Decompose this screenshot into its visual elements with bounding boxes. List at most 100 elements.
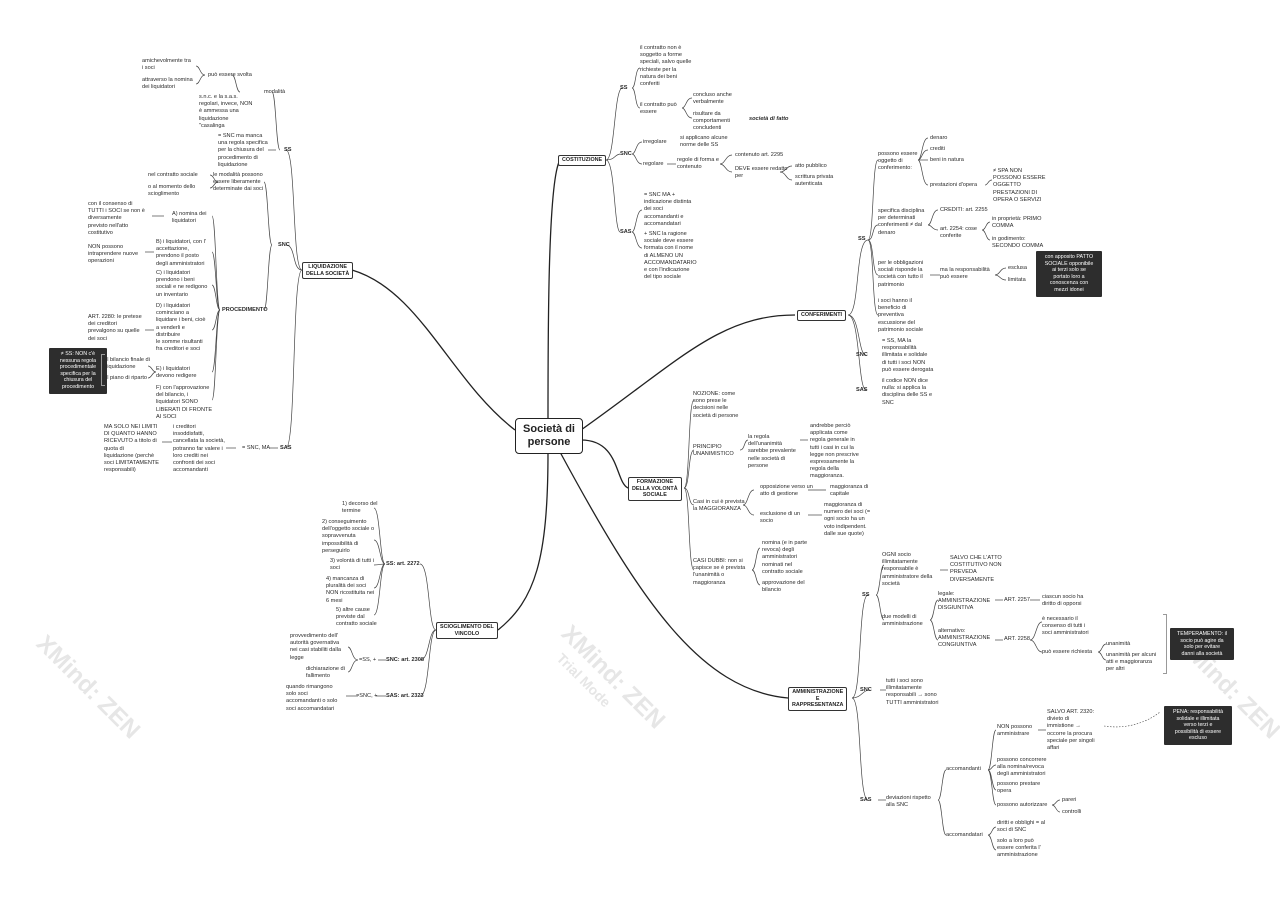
formazione-nomina: nomina (e in parte revoca) degli amminis… — [762, 540, 808, 575]
costituzione-ss-text2: il contratto può essere — [640, 102, 677, 116]
costituzione-ss-text1: il contratto non è soggetto a forme spec… — [640, 45, 692, 88]
formazione-opposizione: opposizione verso un atto di gestione — [760, 484, 813, 498]
costituzione-verbal: concluso anche verbalmente — [693, 92, 732, 106]
scioglimento-c1: 1) decorso del termine — [342, 501, 378, 515]
liquidazione-a-nomina: A) nomina dei liquidatori — [172, 211, 207, 225]
liquidazione-snc-sas: s.n.c. e la s.a.s. regolari, invece, NON… — [199, 94, 253, 129]
amministrazione-pena[interactable]: PENA: responsabilità solidale e illimita… — [1164, 706, 1232, 745]
formazione-dubbi: CASI DUBBI: non si capisce se è prevista… — [693, 558, 746, 586]
conferimenti-beni: beni in natura — [930, 157, 964, 163]
amministrazione-controlli: controlli — [1062, 809, 1082, 815]
liquidazione-limiti: MA SOLO NEI LIMITI DI QUANTO HANNO RICEV… — [104, 424, 160, 474]
costituzione-regolare: regolare — [643, 161, 664, 167]
amministrazione-pareri: pareri — [1062, 797, 1077, 803]
amministrazione-ogni-socio: OGNI socio illimitatamente responsabile … — [882, 552, 933, 587]
amministrazione-ss-tag: SS — [862, 592, 870, 598]
formazione-esclusione: esclusione di un socio — [760, 511, 801, 525]
amministrazione-legale: legale: AMMINISTRAZIONE DISGIUNTIVA — [938, 591, 991, 612]
amministrazione-diritti: diritti e obblighi = al soci di SNC — [997, 820, 1046, 834]
conferimenti-beneficio: i soci hanno il beneficio di preventiva … — [878, 298, 924, 333]
formazione-regola: la regola dell'unanimità sarebbe prevale… — [748, 434, 796, 469]
liquidazione-e: E) i liquidatori devono redigere — [156, 366, 197, 380]
costituzione-ss-tag: SS — [620, 85, 628, 91]
conferimenti-crediti: crediti — [930, 146, 945, 152]
liquidazione-bil-finale: il bilancio finale di liquidazione — [106, 357, 150, 371]
conferimenti-ss-tag: SS — [858, 236, 866, 242]
liquidazione-d: D) i liquidatori cominciano a liquidare … — [156, 303, 206, 353]
amministrazione-non-possono: NON possono amministrare — [997, 724, 1033, 738]
central-topic[interactable]: Società di persone — [515, 418, 583, 454]
branch-costituzione[interactable]: COSTITUZIONE — [558, 155, 607, 166]
amministrazione-sas-tag: SAS — [860, 797, 872, 803]
scioglimento-snc-tag: SNC: art. 2308 — [386, 657, 424, 663]
amministrazione-snc-tag: SNC — [860, 687, 872, 693]
costituzione-irregolare-note: si applicano alcune norme delle SS — [680, 135, 728, 149]
formazione-principio: PRINCIPIO UNANIMISTICO — [693, 444, 734, 458]
temperamento-bracket — [1163, 614, 1167, 674]
liquidazione-consenso: con il consenso di TUTTI i SOCI se non è… — [88, 201, 145, 236]
amministrazione-art2258: ART. 2258 — [1004, 636, 1031, 642]
conferimenti-esclusa: esclusa — [1008, 265, 1027, 271]
amministrazione-temperamento[interactable]: TEMPERAMENTO: il socio può agire da solo… — [1170, 628, 1234, 661]
amministrazione-accomandatari: accomandatari — [946, 832, 983, 838]
formazione-magg-capitale: maggioranza di capitale — [830, 484, 869, 498]
amministrazione-art2257: ART. 2257 — [1004, 597, 1031, 603]
conferimenti-snc-tag: SNC — [856, 352, 868, 358]
conferimenti-oggetto: possono essere oggetto di conferimento: — [878, 151, 918, 172]
scioglimento-sas-tag: SAS: art. 2323 — [386, 693, 424, 699]
conferimenti-art2254: art. 2254: cose conferite — [940, 226, 978, 240]
branch-conferimenti[interactable]: CONFERIMENTI — [797, 310, 847, 321]
costituzione-scrittura: scrittura privata autenticata — [795, 174, 834, 188]
branch-formazione[interactable]: FORMAZIONE DELLA VOLONTÀ SOCIALE — [628, 477, 682, 501]
conferimenti-spa: ≠ SPA NON POSSONO ESSERE OGGETTO PRESTAZ… — [993, 168, 1046, 203]
liquidazione-sas-tag: SAS — [280, 445, 292, 451]
liquidazione-modalita: modalità — [264, 89, 286, 95]
conferimenti-disciplina: specifica disciplina per determinati con… — [878, 208, 925, 236]
amministrazione-consenso: è necessario il consenso di tutti i soci… — [1042, 616, 1089, 637]
conferimenti-sas-text: il codice NON dice nulla: si applica la … — [882, 378, 933, 406]
formazione-magg-numero: maggioranza di numero dei soci (= ogni s… — [824, 502, 871, 537]
costituzione-sas-text1: = SNC MA + indicazione distinta dei soci… — [644, 192, 692, 227]
conferimenti-patto-note[interactable]: con apposito PATTO SOCIALE opponibile ai… — [1036, 251, 1102, 297]
amministrazione-concorrere: possono concorrere alla nomina/revoca de… — [997, 757, 1047, 778]
liquidazione-creditori: i creditori insoddisfatti, cancellata la… — [173, 424, 225, 474]
liquidazione-bracket — [101, 354, 105, 386]
liquidazione-ss-tag: SS — [284, 147, 292, 153]
conferimenti-obbligazioni: per le obbligazioni sociali risponde la … — [878, 260, 924, 288]
liquidazione-b: B) i liquidatori, con l' accettazione, p… — [156, 239, 206, 267]
liquidazione-contratto: nel contratto sociale — [148, 172, 198, 178]
liquidazione-modalita-snc: le modalità possono essere liberamente d… — [213, 172, 264, 193]
costituzione-irregolare: irregolare — [643, 139, 667, 145]
amministrazione-opporsi: ciascun socio ha diritto di opporsi — [1042, 594, 1084, 608]
amministrazione-modelli: due modelli di amministrazione — [882, 614, 923, 628]
liquidazione-snc-tag: SNC — [278, 242, 290, 248]
branch-amministrazione[interactable]: AMMINISTRAZIONE E RAPPRESENTANZA — [788, 687, 848, 711]
conferimenti-snc-text: = SS, MA la responsabilità illimitata e … — [882, 338, 934, 373]
scioglimento-fallimento: dichiarazione di fallimento — [306, 666, 345, 680]
branch-liquidazione[interactable]: LIQUIDAZIONE DELLA SOCIETÀ — [302, 262, 354, 280]
formazione-bilancio: approvazione del bilancio — [762, 580, 805, 594]
costituzione-snc-tag: SNC — [620, 151, 632, 157]
formazione-casi: Casi in cui è prevista la MAGGIORANZA — [693, 499, 745, 513]
liquidazione-piano: il piano di riparto — [106, 375, 148, 381]
costituzione-deve: DEVE essere redatto per — [735, 166, 788, 180]
liquidazione-procedimento: PROCEDIMENTO — [222, 307, 268, 313]
scioglimento-snc-pre: =SS, + — [359, 657, 377, 663]
liquidazione-ss-non[interactable]: ≠ SS: NON c'è nessuna regola procediment… — [49, 348, 107, 394]
scioglimento-sas-pre: =SNC, + — [356, 693, 378, 699]
scioglimento-provvedimento: provvedimento dell' autorità governativa… — [290, 633, 341, 661]
liquidazione-art2280: ART. 2280: le pretese dei creditori prev… — [88, 314, 142, 342]
liquidazione-c: C) i liquidatori prendono i beni sociali… — [156, 270, 208, 298]
branch-scioglimento[interactable]: SCIOGLIMENTO DEL VINCOLO — [436, 622, 498, 640]
amministrazione-prestare: possono prestare opera — [997, 781, 1041, 795]
liquidazione-snc-ma: = SNC, MA — [242, 445, 271, 451]
amministrazione-snc-text: tutti i soci sono illimitatamente respon… — [886, 678, 939, 706]
amministrazione-accomandanti: accomandanti — [946, 766, 981, 772]
costituzione-contenuto: contenuto art. 2295 — [735, 152, 784, 158]
formazione-andrebbe: andrebbe perciò applicata come regola ge… — [810, 423, 859, 480]
formazione-nozione: NOZIONE: come sono prese le decisioni ne… — [693, 391, 739, 419]
liquidazione-f: F) con l'approvazione del bilancio, i li… — [156, 385, 213, 420]
conferimenti-limitata: limitata — [1008, 277, 1026, 283]
scioglimento-c4: 4) mancanza di pluralità dei soci NON ri… — [326, 576, 375, 604]
